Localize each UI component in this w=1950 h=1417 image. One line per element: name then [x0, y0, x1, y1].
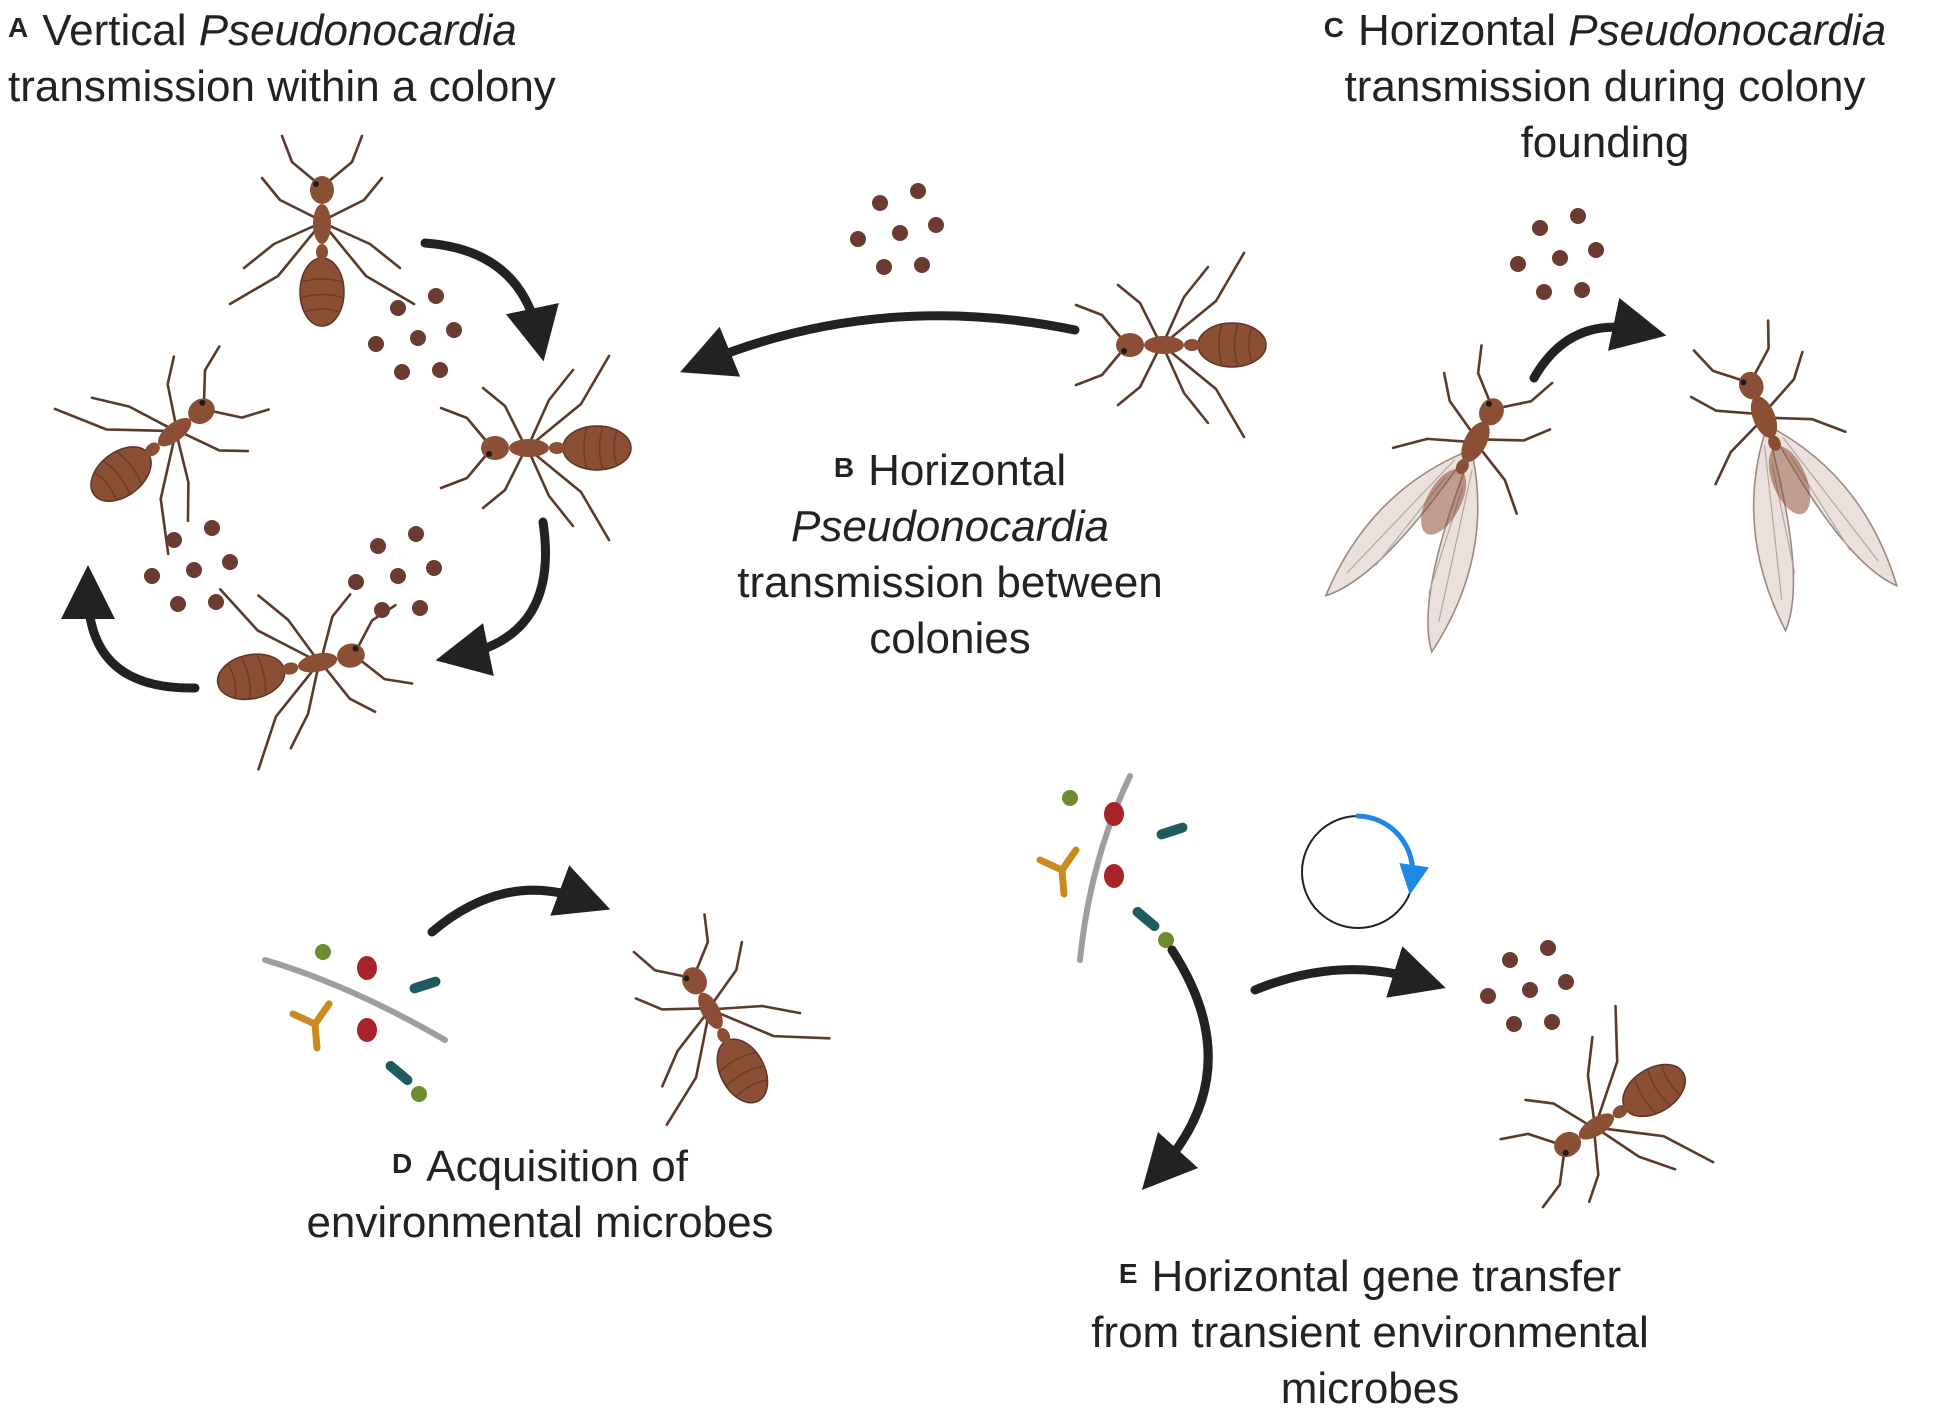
panel-d-letter: D [392, 1148, 413, 1179]
gene-transfer-arrow [1141, 945, 1213, 1191]
panel-e-line1: Horizontal gene transfer [1151, 1252, 1622, 1301]
transmission-arrow [420, 238, 559, 362]
plasmid-gene-arc [1355, 813, 1429, 895]
pseudonocardia-cluster [1510, 208, 1604, 300]
panel-d-caption: D Acquisition of environmental microbes [240, 1136, 840, 1251]
panel-e-line3: microbes [1280, 1364, 1460, 1413]
pseudonocardia-cluster [368, 288, 462, 380]
panel-c-genus: Pseudonocardia [1568, 6, 1887, 55]
panel-c-line3: founding [1520, 118, 1690, 167]
panel-a-line2: transmission within a colony [8, 62, 556, 111]
environmental-microbes [1040, 790, 1189, 948]
winged-ant-queen [1664, 308, 1908, 636]
transmission-arrow [435, 517, 551, 677]
panel-b-line1: Horizontal [868, 446, 1067, 495]
worker-ant [1471, 993, 1733, 1253]
substrate-surface [262, 957, 448, 1043]
panel-c-artwork [1315, 208, 1908, 658]
panel-e-letter: E [1118, 1258, 1138, 1289]
panel-a-genus: Pseudonocardia [198, 6, 517, 55]
panel-a-artwork [36, 134, 633, 776]
panel-a-letter: A [8, 12, 29, 43]
pseudonocardia-cluster [850, 183, 944, 275]
panel-b-genus: Pseudonocardia [790, 502, 1109, 551]
panel-b-artwork [680, 183, 1268, 439]
worker-ant [228, 134, 416, 328]
worker-ant [586, 888, 841, 1146]
panel-d-line1: Acquisition of [426, 1142, 688, 1191]
panel-b-line4: colonies [869, 614, 1031, 663]
transmission-arrow [61, 565, 200, 693]
worker-ant [439, 354, 633, 542]
worker-ant [36, 304, 302, 569]
panel-e-line2: from transient environmental [1091, 1308, 1649, 1357]
panel-c-letter: C [1323, 12, 1344, 43]
substrate-surface [1077, 773, 1133, 963]
panel-c-line2: transmission during colony [1344, 62, 1866, 111]
panel-d-line2: environmental microbes [306, 1198, 774, 1247]
transmission-arrow [1529, 297, 1667, 383]
panel-b-letter: B [833, 452, 855, 483]
transmission-arrow [427, 865, 611, 937]
panel-a-caption: A Vertical Pseudonocardia transmission wi… [8, 0, 556, 115]
pseudonocardia-cluster [1480, 940, 1574, 1032]
panel-d-artwork [262, 865, 841, 1146]
winged-ant-queen [1315, 330, 1580, 658]
panel-c-caption: C Horizontal Pseudonocardia transmission … [1270, 0, 1940, 171]
panel-b-caption: B Horizontal Pseudonocardia transmission … [690, 440, 1210, 667]
worker-ant [1074, 251, 1268, 439]
panel-a-line1: Vertical [42, 6, 199, 55]
worker-ant [197, 553, 425, 776]
panel-e-caption: E Horizontal gene transfer from transient… [1010, 1246, 1730, 1417]
gene-transfer-arrow [1250, 946, 1446, 998]
pseudonocardia-cluster [144, 520, 238, 612]
panel-c-line1: Horizontal [1357, 6, 1569, 55]
panel-e-artwork [1040, 773, 1733, 1253]
transmission-arrow [680, 311, 1080, 377]
panel-b-line3: transmission between [737, 558, 1163, 607]
